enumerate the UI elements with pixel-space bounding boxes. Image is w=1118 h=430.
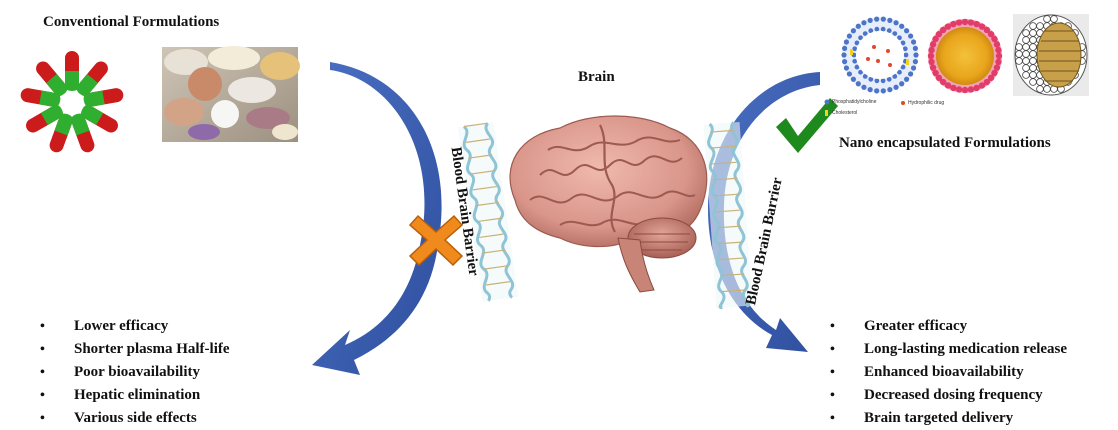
check-icon (776, 98, 838, 153)
list-item: Brain targeted delivery (830, 407, 1067, 430)
legend-phosphatidylcholine: Phosphatidylcholine (832, 99, 876, 105)
list-item: Hepatic elimination (40, 384, 230, 407)
list-item: Poor bioavailability (40, 361, 230, 384)
nanosphere-image (1013, 14, 1089, 96)
tablets-image (162, 46, 300, 142)
brain-title: Brain (578, 69, 615, 86)
list-item: Lower efficacy (40, 315, 230, 338)
legend-cholesterol: Cholesterol (832, 110, 857, 116)
bbb-membrane-right (704, 122, 753, 308)
capsules-image (20, 51, 125, 154)
nano-benefits-list: Greater efficacy Long-lasting medication… (830, 315, 1067, 430)
conventional-drawbacks-list: Lower efficacy Shorter plasma Half-life … (40, 315, 230, 430)
micelle-image (928, 19, 1002, 93)
list-item: Various side effects (40, 407, 230, 430)
right-panel-title: Nano encapsulated Formulations (839, 135, 1051, 152)
list-item: Decreased dosing frequency (830, 384, 1067, 407)
left-curved-arrow (312, 62, 442, 375)
list-item: Enhanced bioavailability (830, 361, 1067, 384)
brain-image (510, 116, 707, 292)
liposome-image (841, 17, 918, 94)
legend-hydrophilic-drug: Hydrophilic drug (908, 100, 944, 106)
list-item: Long-lasting medication release (830, 338, 1067, 361)
list-item: Shorter plasma Half-life (40, 338, 230, 361)
list-item: Greater efficacy (830, 315, 1067, 338)
left-panel-title: Conventional Formulations (43, 14, 219, 31)
